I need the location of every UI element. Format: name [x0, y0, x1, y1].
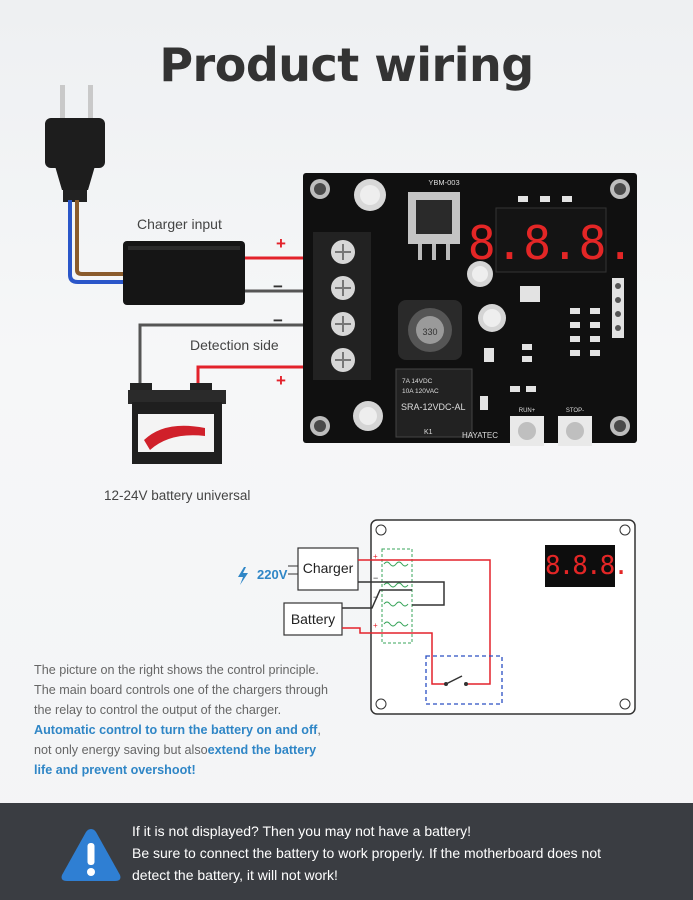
svg-text:+: +	[373, 621, 378, 630]
svg-text:−: −	[373, 573, 378, 583]
description-line1: The picture on the right shows the contr…	[34, 663, 319, 677]
svg-text:+: +	[373, 552, 378, 561]
control-board	[303, 173, 637, 446]
plus-marker-2: +	[276, 371, 286, 390]
schematic-charger-label: Charger	[302, 560, 354, 576]
minus-marker-2: −	[273, 311, 283, 330]
description-line3: the relay to control the output of the c…	[34, 703, 282, 717]
charger-input-label: Charger input	[137, 216, 222, 232]
page-title: Product wiring	[159, 38, 534, 92]
warning-line3: detect the battery, it will not work!	[132, 867, 338, 883]
warning-footer: If it is not displayed? Then you may not…	[0, 803, 693, 900]
highlight-auto-control: Automatic control to turn the battery on…	[34, 723, 318, 737]
warning-icon	[61, 829, 121, 881]
relay-line1: 7A 14VDC	[402, 378, 433, 385]
description-line2: The main board controls one of the charg…	[34, 683, 329, 697]
relay-ref: K1	[424, 429, 433, 436]
svg-text:−: −	[373, 592, 378, 602]
warning-line2: Be sure to connect the battery to work p…	[132, 845, 601, 861]
relay-line2: 10A 120VAC	[402, 388, 439, 395]
warning-text: If it is not displayed? Then you may not…	[132, 820, 662, 886]
control-schematic: + − − +	[238, 519, 636, 715]
schematic-battery-label: Battery	[290, 611, 336, 627]
relay-model: SRA-12VDC-AL	[401, 402, 466, 412]
schematic-display: 8.8.8.	[545, 551, 629, 581]
description-line4: Automatic control to turn the battery on…	[34, 723, 321, 737]
stop-button-label: STOP-	[566, 408, 584, 414]
board-model-label: YBM-003	[428, 178, 459, 187]
description-text: The picture on the right shows the contr…	[34, 660, 354, 780]
battery-icon	[128, 383, 226, 464]
description-line5: not only energy saving but alsoextend th…	[34, 743, 317, 757]
detection-side-label: Detection side	[190, 337, 279, 353]
highlight-prevent-overshoot: life and prevent overshoot!	[34, 763, 196, 777]
plus-marker-1: +	[276, 234, 286, 253]
power-plug-icon	[45, 85, 105, 202]
run-button-label: RUN+	[519, 408, 536, 414]
board-display: 8.8.8.	[468, 216, 634, 270]
inductor-label: 330	[422, 327, 437, 337]
warning-line1: If it is not displayed? Then you may not…	[132, 823, 472, 839]
voltage-label: 220V	[257, 567, 288, 582]
minus-marker-1: −	[273, 277, 283, 296]
wiring-illustration: + − − + YBM-003 8.8.8. 330 7A 14VDC 10A …	[45, 85, 637, 464]
charger-box	[123, 241, 245, 305]
battery-universal-label: 12-24V battery universal	[104, 488, 251, 503]
board-brand: HAYATEC	[462, 431, 498, 440]
lightning-icon	[238, 567, 248, 585]
highlight-extend-battery: extend the battery	[207, 743, 317, 757]
